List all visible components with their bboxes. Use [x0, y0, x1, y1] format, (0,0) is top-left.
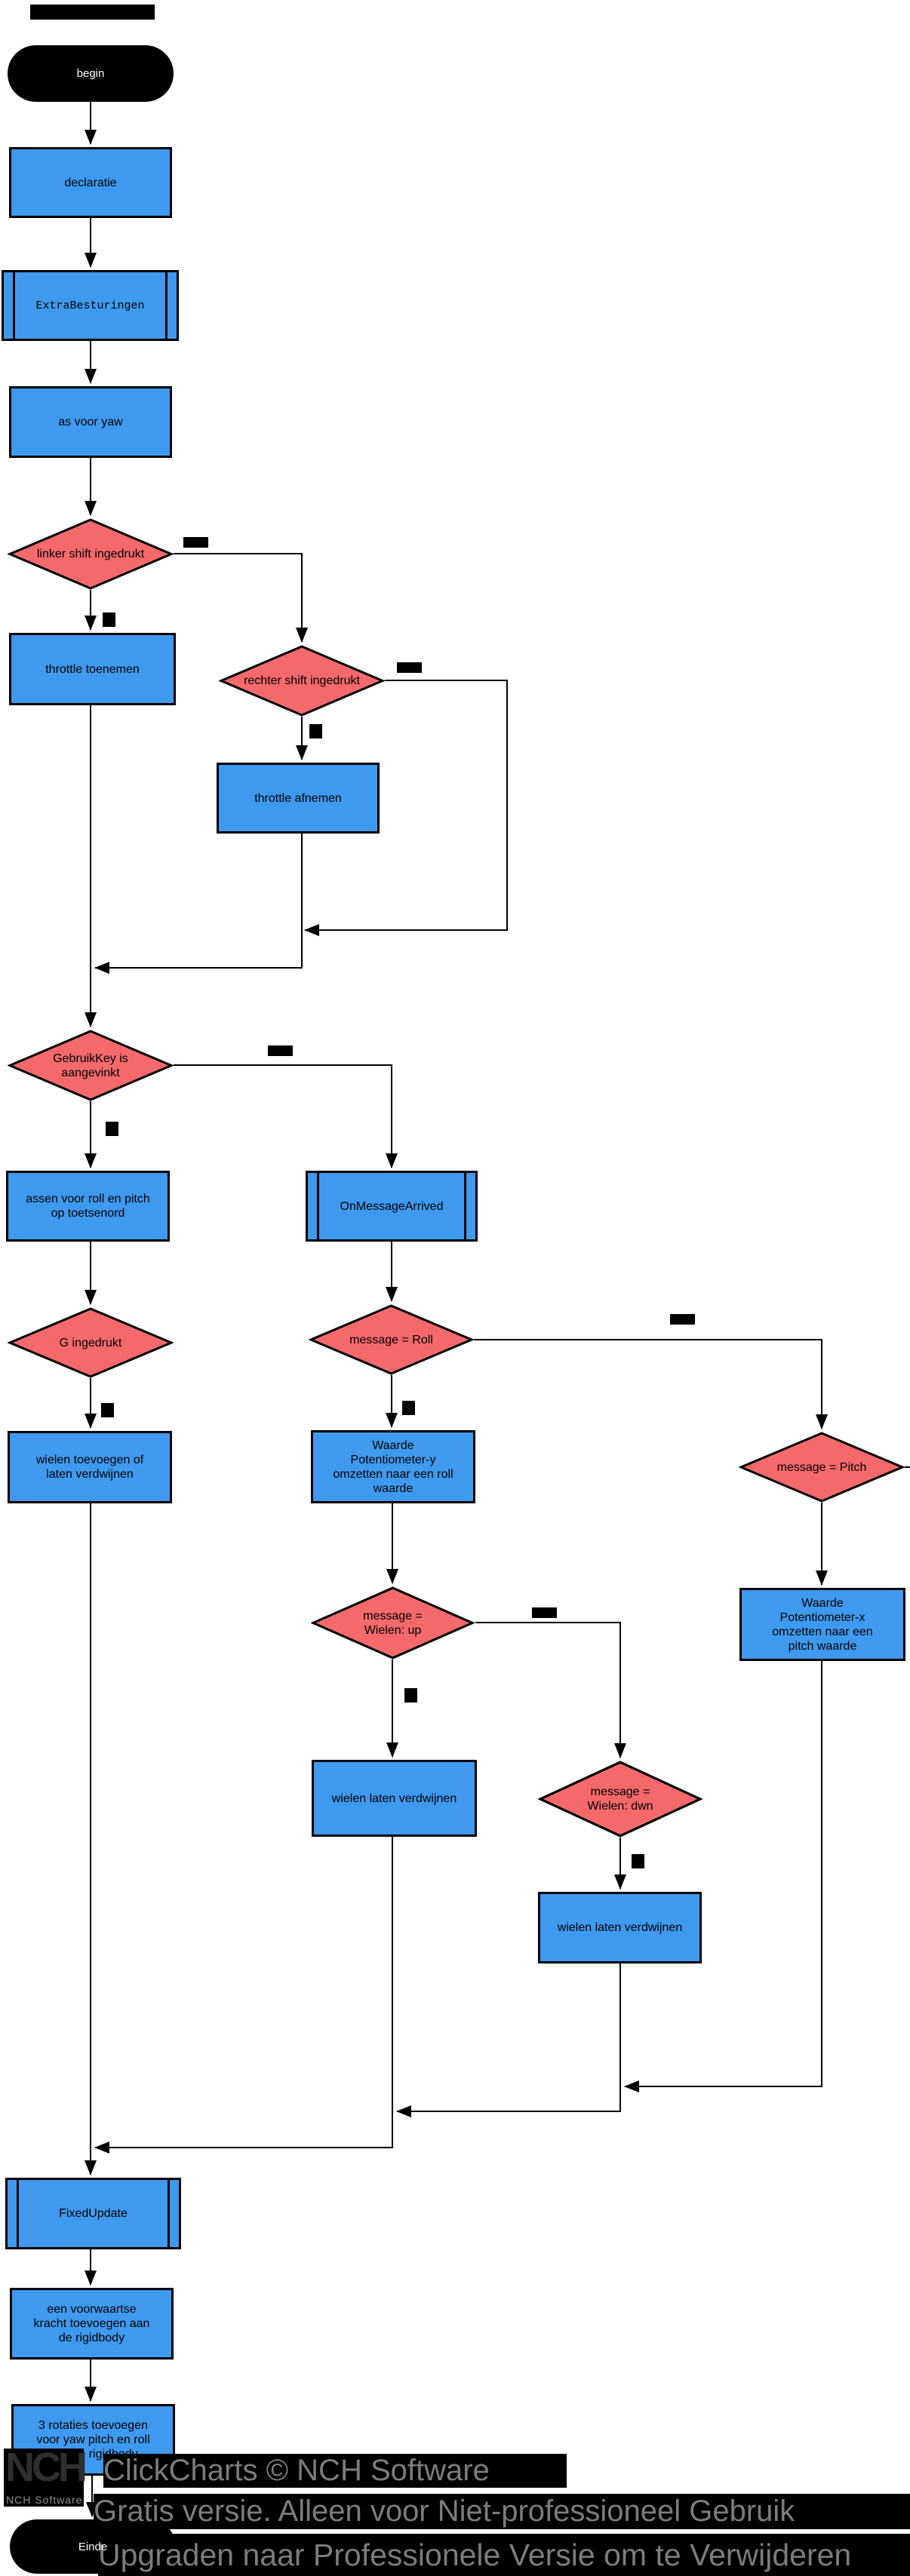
predefined-bar: [165, 272, 168, 339]
diamond-shape: [311, 1586, 475, 1660]
node-waarde-potentiometer-y-label: Waarde Potentiometer-y omzetten naar een…: [333, 1438, 453, 1495]
node-wielen-laten-verdwijnen-2-label: wielen laten verdwijnen: [557, 1921, 683, 1934]
decision-rechter-shift[interactable]: rechter shift ingedrukt: [219, 645, 385, 717]
node-assen-label: assen voor roll en pitch op toetsenord: [26, 1193, 150, 1220]
watermark-line-2: Gratis versie. Alleen voor Niet-professi…: [94, 2494, 910, 2529]
predefined-bar: [13, 272, 15, 339]
node-wielen-toevoegen[interactable]: wielen toevoegen of laten verdwijnen: [8, 1431, 172, 1503]
decision-g-ingedrukt[interactable]: G ingedrukt: [8, 1307, 174, 1378]
node-wielen-toevoegen-label: wielen toevoegen of laten verdwijnen: [35, 1454, 144, 1481]
decision-message-roll-label: message = Roll: [349, 1333, 433, 1346]
decision-wielen-up-label: message = Wielen: up: [363, 1609, 423, 1637]
connector[interactable]: [94, 1837, 393, 2154]
diamond-shape: [309, 1304, 474, 1375]
edge-label-true: [101, 1403, 114, 1417]
diamond-shape: [8, 1030, 174, 1101]
connector[interactable]: [474, 1339, 828, 1429]
predefined-bar: [464, 1173, 466, 1239]
connector[interactable]: [304, 680, 508, 936]
edge-label-false: [183, 537, 208, 548]
predefined-bar: [17, 2180, 19, 2247]
node-waarde-potentiometer-y[interactable]: Waarde Potentiometer-y omzetten naar een…: [311, 1430, 475, 1503]
connector[interactable]: [624, 1661, 822, 2092]
node-voorwaartse-kracht-label: een voorwaartse kracht toevoegen aan de …: [33, 2303, 150, 2344]
node-throttle-afnemen[interactable]: throttle afnemen: [217, 763, 380, 834]
node-fixed-update-label: FixedUpdate: [59, 2207, 128, 2220]
connector[interactable]: [94, 834, 303, 974]
decision-g-ingedrukt-label: G ingedrukt: [59, 1336, 122, 1349]
predefined-bar: [168, 2180, 170, 2247]
decision-wielen-dwn-label: message = Wielen: dwn: [587, 1785, 653, 1813]
edge-label-true: [632, 1854, 644, 1868]
node-voorwaartse-kracht[interactable]: een voorwaartse kracht toevoegen aan de …: [10, 2288, 174, 2360]
node-on-message-arrived-label: OnMessageArrived: [340, 1199, 444, 1213]
node-throttle-toenemen[interactable]: throttle toenemen: [9, 633, 176, 705]
node-declaratie-label: declaratie: [64, 176, 117, 189]
edge-label-true: [404, 1688, 417, 1702]
node-declaratie[interactable]: declaratie: [9, 147, 172, 218]
node-wielen-laten-verdwijnen-1[interactable]: wielen laten verdwijnen: [312, 1760, 477, 1837]
nch-logo-subtext: NCH Software: [6, 2494, 83, 2506]
edge-label-true: [309, 724, 322, 738]
edge-label-false: [397, 662, 422, 673]
edge-label-true: [106, 1122, 118, 1136]
node-wielen-laten-verdwijnen-1-label: wielen laten verdwijnen: [331, 1792, 457, 1805]
predefined-bar: [317, 1173, 319, 1239]
decision-gebruikkey[interactable]: GebruikKey is aangevinkt: [8, 1030, 174, 1101]
nch-logo-letters: NCH: [5, 2445, 88, 2490]
decision-linker-shift-label: linker shift ingedrukt: [36, 548, 145, 560]
connector[interactable]: [475, 1622, 626, 1758]
connector[interactable]: [396, 1963, 621, 2117]
diamond-shape: [8, 1307, 174, 1378]
node-on-message-arrived[interactable]: OnMessageArrived: [306, 1171, 478, 1242]
node-throttle-afnemen-label: throttle afnemen: [254, 791, 342, 805]
node-extra-besturingen-label: ExtraBesturingen: [35, 299, 145, 312]
decision-linker-shift[interactable]: linker shift ingedrukt: [8, 518, 174, 590]
nch-logo: NCH NCH Software: [4, 2445, 88, 2507]
top-black-bar: [30, 5, 155, 20]
diamond-shape: [8, 518, 174, 590]
node-begin[interactable]: begin: [8, 45, 174, 102]
watermark-line-1: ClickCharts © NCH Software: [103, 2454, 567, 2488]
node-begin-label: begin: [76, 67, 105, 80]
decision-wielen-dwn[interactable]: message = Wielen: dwn: [538, 1761, 702, 1838]
node-as-voor-yaw[interactable]: as voor yaw: [9, 386, 172, 458]
edge-label-false: [532, 1607, 557, 1618]
diamond-shape: [538, 1761, 702, 1838]
watermark-line-3: Upgraden naar Professionele Versie om te…: [98, 2534, 910, 2576]
diamond-shape: [739, 1432, 905, 1503]
connector[interactable]: [174, 1064, 398, 1168]
node-wielen-laten-verdwijnen-2[interactable]: wielen laten verdwijnen: [538, 1892, 702, 1963]
edge-label-true: [402, 1401, 415, 1415]
diamond-shape: [219, 645, 385, 717]
decision-message-pitch-label: message = Pitch: [776, 1460, 867, 1474]
node-assen[interactable]: assen voor roll en pitch op toetsenord: [6, 1171, 170, 1242]
decision-message-roll[interactable]: message = Roll: [309, 1304, 474, 1375]
edge-label-true: [103, 613, 115, 627]
node-as-voor-yaw-label: as voor yaw: [58, 416, 123, 428]
connector[interactable]: [174, 553, 308, 643]
node-waarde-potentiometer-x-label: Waarde Potentiometer-x omzetten naar een…: [772, 1596, 873, 1653]
decision-gebruikkey-label: GebruikKey is aangevinkt: [53, 1052, 128, 1079]
decision-rechter-shift-label: rechter shift ingedrukt: [244, 674, 360, 687]
node-waarde-potentiometer-x[interactable]: Waarde Potentiometer-x omzetten naar een…: [739, 1588, 905, 1661]
decision-wielen-up[interactable]: message = Wielen: up: [311, 1586, 475, 1660]
node-throttle-toenemen-label: throttle toenemen: [45, 662, 140, 676]
edge-label-false: [268, 1045, 293, 1056]
node-fixed-update[interactable]: FixedUpdate: [5, 2178, 181, 2249]
decision-message-pitch[interactable]: message = Pitch: [739, 1432, 905, 1503]
node-extra-besturingen[interactable]: ExtraBesturingen: [2, 270, 179, 341]
edge-label-false: [670, 1314, 695, 1325]
